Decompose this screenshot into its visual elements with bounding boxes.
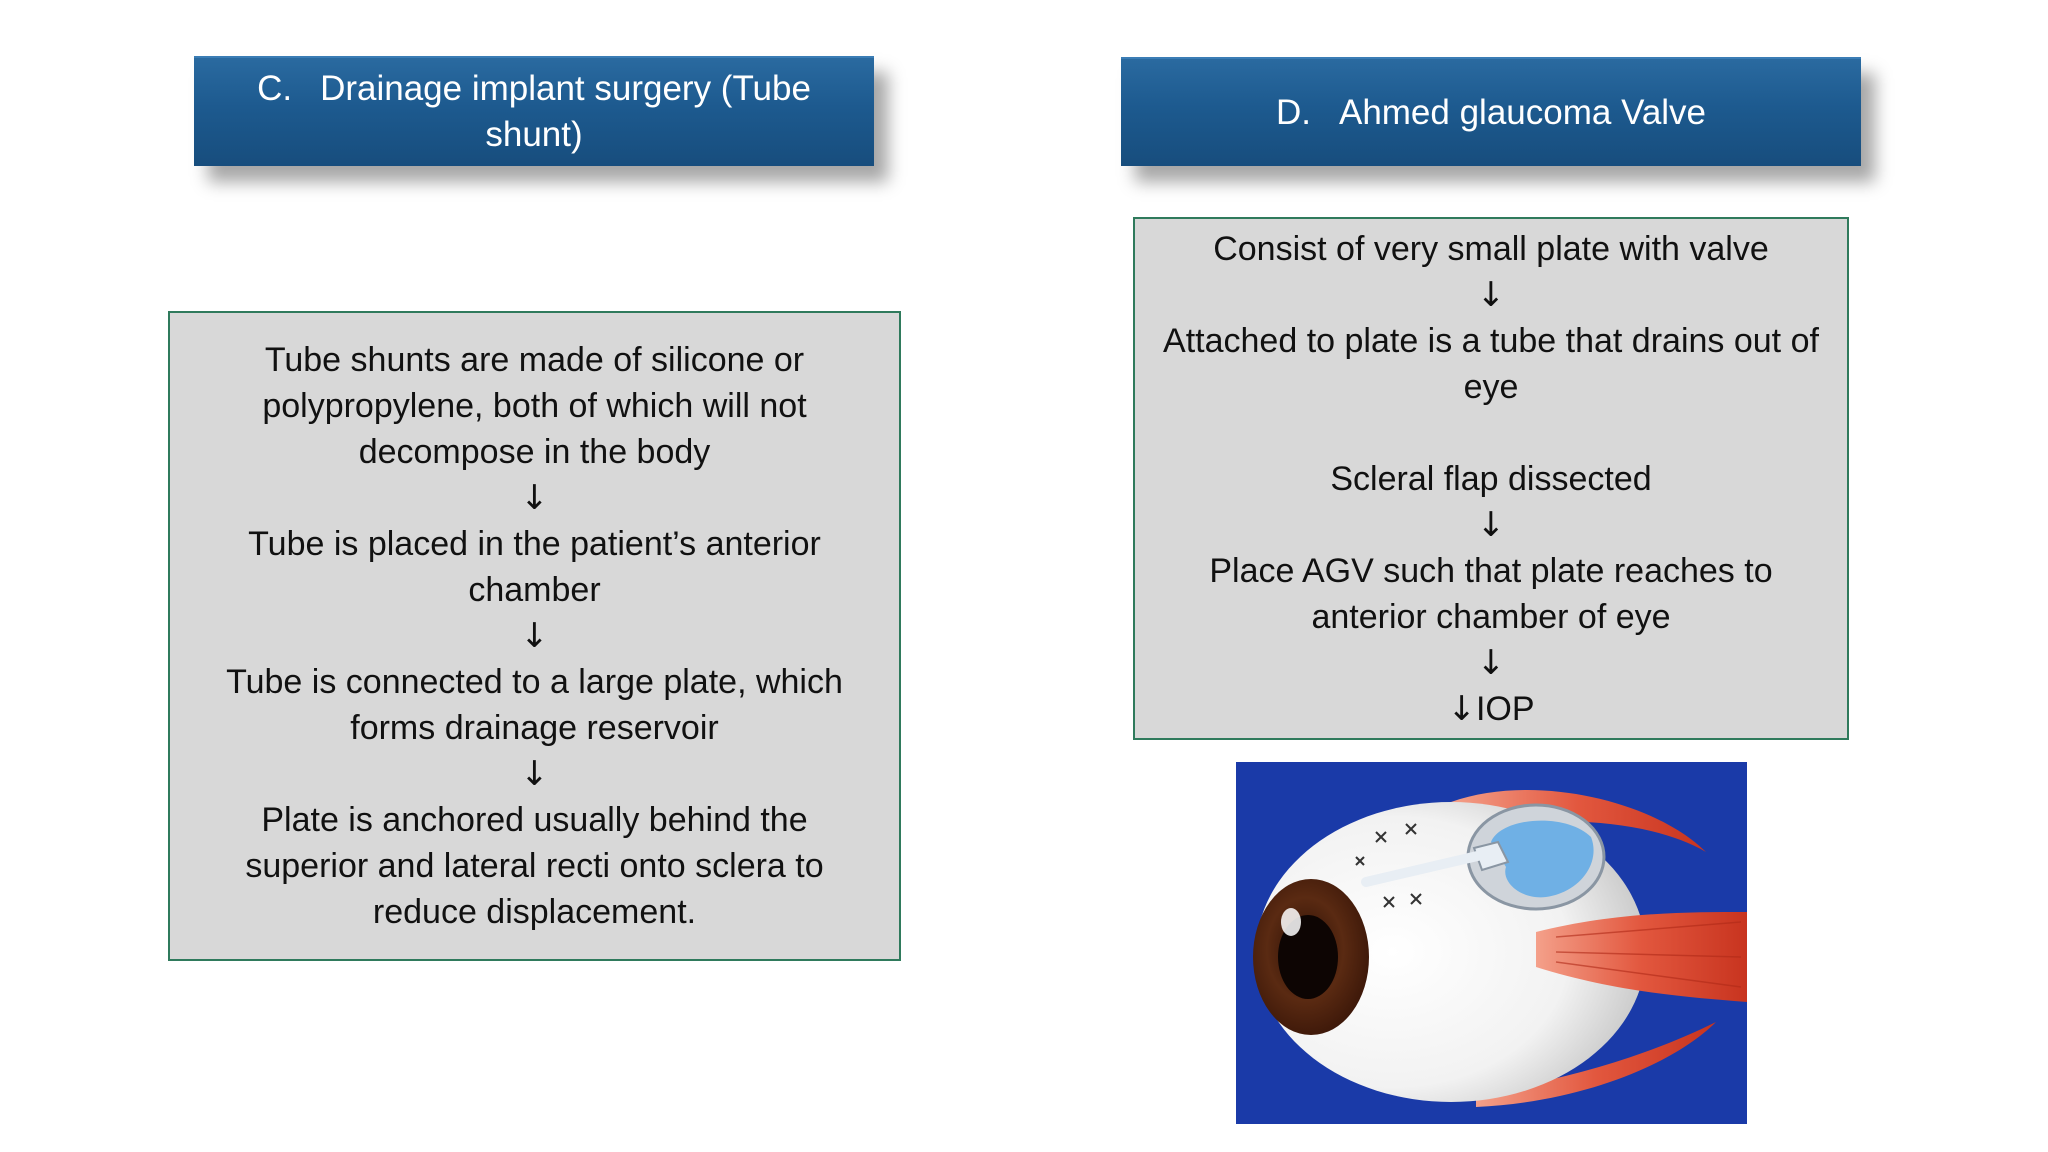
down-arrow-icon: ↓ [1476, 642, 1506, 683]
ahmed-valve-step-4: Place AGV such that plate reaches to ant… [1209, 551, 1773, 636]
ahmed-valve-step-2: Attached to plate is a tube that drains … [1163, 321, 1819, 406]
down-arrow-icon: ↓ [520, 616, 549, 656]
iop-label: IOP [1475, 689, 1535, 728]
section-c-title-line1: Drainage implant surgery (Tube [320, 69, 811, 108]
down-arrow-icon: ↓ [1476, 274, 1506, 315]
down-arrow-icon: ↓ [1447, 688, 1476, 729]
ahmed-valve-eye-illustration [1236, 762, 1747, 1124]
section-d-title-text: Ahmed glaucoma Valve [1338, 92, 1707, 132]
ahmed-valve-step-3: Scleral flap dissected [1330, 459, 1652, 498]
ahmed-valve-step-1: Consist of very small plate with valve [1213, 229, 1769, 268]
down-arrow-icon: ↓ [520, 478, 549, 518]
tube-shunt-steps-box: Tube shunts are made of silicone or poly… [168, 311, 901, 961]
section-c-title-line2: shunt) [485, 115, 583, 154]
tube-shunt-step-2: Tube is placed in the patient’s anterior… [248, 525, 821, 609]
ahmed-valve-step-5: ↓IOP [1447, 686, 1534, 732]
down-arrow-icon: ↓ [1476, 504, 1506, 545]
tube-shunt-step-4: Plate is anchored usually behind the sup… [245, 801, 824, 931]
tube-shunt-step-1: Tube shunts are made of silicone or poly… [262, 341, 807, 471]
section-d-title: D. Ahmed glaucoma Valve [1121, 57, 1861, 166]
section-d-letter: D. [1275, 92, 1311, 132]
down-arrow-icon: ↓ [520, 754, 549, 794]
section-c-title: C. Drainage implant surgery (Tube shunt) [194, 56, 874, 166]
section-c-letter: C. [257, 69, 293, 108]
ahmed-valve-steps-box: Consist of very small plate with valve ↓… [1133, 217, 1849, 740]
tube-shunt-step-3: Tube is connected to a large plate, whic… [226, 663, 843, 747]
section-c-title-text: C. Drainage implant surgery (Tube shunt) [257, 66, 811, 158]
